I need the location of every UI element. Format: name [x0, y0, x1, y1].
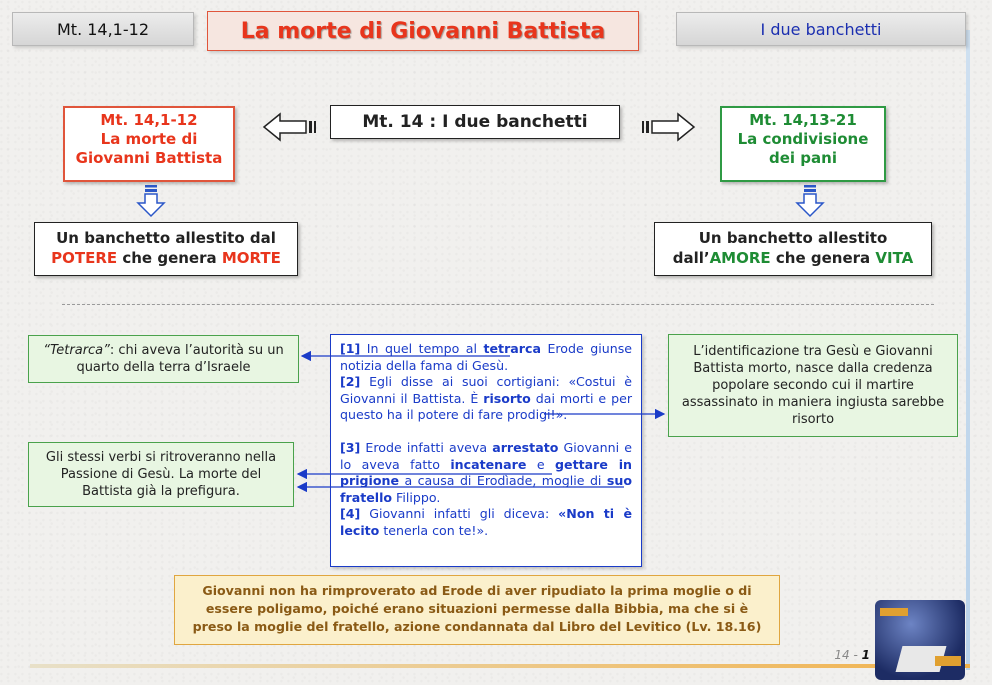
note-identification: L’identificazione tra Gesù e Giovanni Ba… [668, 334, 958, 437]
verse-keyword: risorto [483, 390, 531, 406]
verse-keyword: gettare in prigione [340, 456, 632, 489]
verse-keyword: tetrarca [483, 341, 541, 356]
passage-right-line2: dei pani [769, 149, 837, 167]
banquet-power-line2: POTERE che genera MORTE [35, 248, 297, 268]
passage-box-left: Mt. 14,1-12 La morte di Giovanni Battist… [63, 106, 235, 182]
verse-keyword: «Non ti è lecito [340, 506, 632, 538]
bible-logo-icon [875, 600, 965, 680]
passage-left-line2: Giovanni Battista [75, 149, 223, 167]
verse-text: dai morti e per questo ha il potere di f… [340, 390, 632, 423]
note-tetrarca-term: “Tetrarca” [43, 343, 110, 358]
chapter-box: Mt. 14 : I due banchetti [330, 105, 620, 139]
verse-text: tenerla con te!». [379, 522, 489, 538]
verse-number: [1] [340, 341, 361, 356]
slide-title: La morte di Giovanni Battista [207, 11, 639, 51]
page-separator: - [849, 648, 862, 662]
verse-text: Egli disse ai suoi cortigiani: «Costui è… [340, 374, 632, 406]
verse-text: Giovanni infatti gli diceva: [360, 506, 559, 522]
banquet-power-mid: che genera [117, 249, 222, 267]
verse-text: In quel tempo al [360, 341, 484, 356]
note-verbs: Gli stessi verbi si ritroveranno nella P… [28, 442, 294, 507]
word-amore: AMORE [709, 249, 771, 267]
reference-label: Mt. 14,1-12 [12, 12, 194, 46]
verse-keyword: suo fratello [340, 473, 632, 505]
verse-1: [1] In quel tempo al tetrarca Erode giun… [340, 341, 632, 374]
word-morte: MORTE [221, 249, 281, 267]
passage-right-line1: La condivisione [737, 130, 869, 148]
verse-text: Erode infatti aveva [360, 439, 493, 455]
banquet-love-box: Un banchetto allestito dall’AMORE che ge… [654, 222, 932, 276]
verse-keyword: incatenare [450, 456, 527, 472]
arrow-right-icon [642, 112, 696, 142]
section-label: I due banchetti [676, 12, 966, 46]
banquet-love-line2: dall’AMORE che genera VITA [655, 248, 931, 268]
verse-text: Erode giunse notizia della fama di Gesù. [340, 341, 633, 373]
passage-box-right: Mt. 14,13-21 La condivisione dei pani [720, 106, 886, 182]
verse-text: Filippo. [392, 489, 441, 505]
note-tetrarca: “Tetrarca”: chi aveva l’autorità su un q… [28, 335, 299, 383]
banquet-love-line1: Un banchetto allestito [698, 229, 888, 247]
verse-number: [4] [340, 506, 361, 522]
passage-left-ref: Mt. 14,1-12 [100, 111, 198, 129]
page-index: 1 [861, 648, 870, 662]
passage-right-ref: Mt. 14,13-21 [749, 111, 857, 129]
verse-number: [3] [340, 439, 361, 455]
arrow-down-right-icon [795, 185, 825, 218]
page-number: 14 - 1 [826, 648, 870, 664]
arrow-left-icon [262, 112, 316, 142]
section-divider [62, 304, 934, 305]
note-tetrarca-definition: : chi aveva l’autorità su un quarto dell… [76, 343, 284, 375]
verse-2: [2] Egli disse ai suoi cortigiani: «Cost… [340, 374, 632, 424]
banquet-power-box: Un banchetto allestito dal POTERE che ge… [34, 222, 298, 276]
passage-left-line1: La morte di [100, 130, 198, 148]
banquet-love-pre: dall’ [672, 249, 710, 267]
scripture-passage: [1] In quel tempo al tetrarca Erode giun… [330, 334, 642, 567]
banquet-love-mid: che genera [770, 249, 876, 267]
verse-text: Giovanni e lo aveva fatto [340, 439, 632, 472]
page-section: 14 [834, 648, 850, 662]
verse-keyword: arrestato [492, 439, 559, 455]
word-vita: VITA [875, 249, 914, 267]
word-potere: POTERE [51, 249, 118, 267]
verse-text: a causa di Erodìade, moglie di [399, 473, 607, 489]
accent-line-right [966, 30, 970, 670]
verse-text: e [526, 456, 556, 472]
accent-line-bottom [30, 664, 970, 668]
verse-4: [4] Giovanni infatti gli diceva: «Non ti… [340, 506, 632, 539]
verse-3: [3] Erode infatti aveva arrestato Giovan… [340, 440, 632, 506]
verse-number: [2] [340, 374, 361, 390]
arrow-down-left-icon [136, 185, 166, 218]
banquet-power-line1: Un banchetto allestito dal [56, 229, 276, 247]
levitico-note: Giovanni non ha rimproverato ad Erode di… [174, 575, 780, 645]
